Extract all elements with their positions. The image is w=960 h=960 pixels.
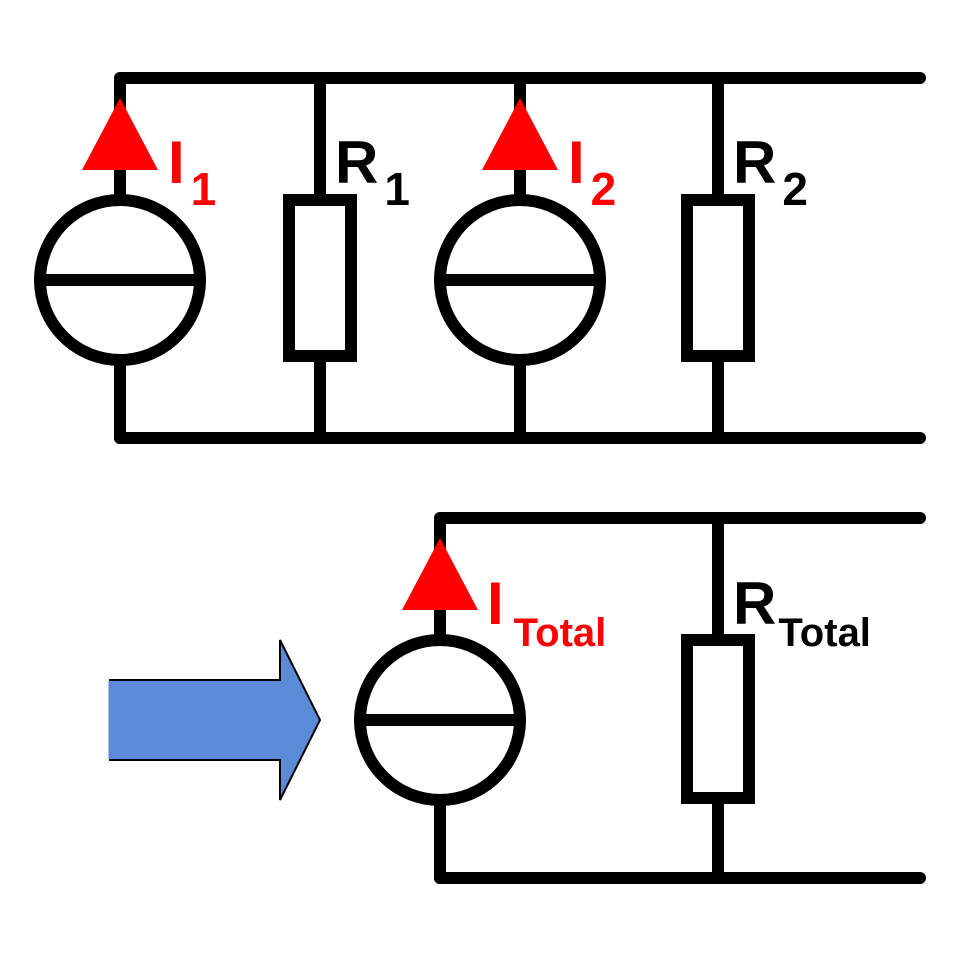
resistor-total-label-main: R [733,570,776,637]
up-triangle-arrow-icon [402,538,478,610]
right-block-arrow-icon [109,639,322,801]
up-triangle-arrow-icon [82,98,158,170]
resistor-1 [283,72,357,444]
current-source-1 [34,72,206,444]
resistor-total [681,512,755,884]
resistor-2-body [681,194,755,362]
resistor-total-label: RTotal [733,570,871,655]
current-source-total [354,512,526,884]
resistor-2-label-sub: 2 [782,163,808,215]
resistor-2 [681,72,755,444]
source-2-label-main: I [568,129,585,196]
resistor-1-label-sub: 1 [384,163,410,215]
up-triangle-arrow-icon [482,98,558,170]
source-total-label-sub: Total [514,611,607,655]
source-1-label-main: I [168,129,185,196]
source-1-label-sub: 1 [191,163,217,215]
resistor-total-body [681,634,755,804]
resistor-1-label-main: R [335,129,378,196]
source-total-label-main: I [487,570,504,637]
resistor-1-body [283,194,357,362]
current-source-2 [434,72,606,444]
resistor-2-label-main: R [733,129,776,196]
source-2-label-sub: 2 [591,163,617,215]
resistor-total-label-sub: Total [778,611,871,655]
